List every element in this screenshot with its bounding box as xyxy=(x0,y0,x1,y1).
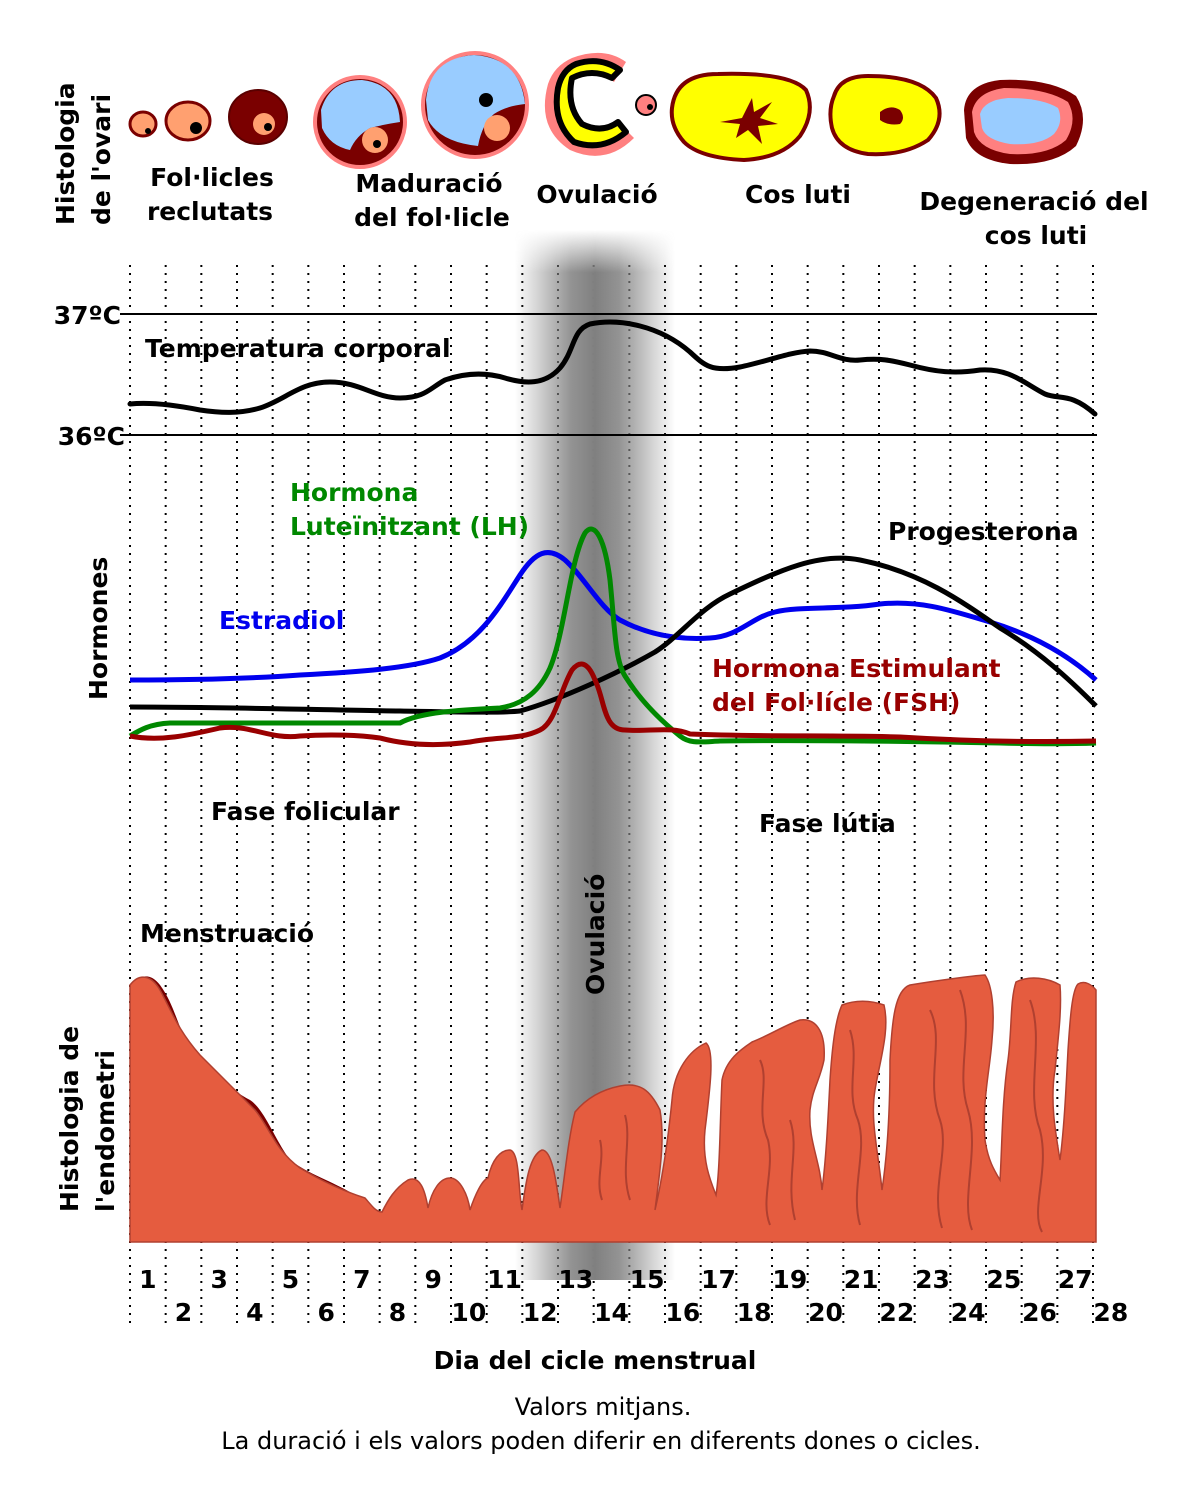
menstruation-label: Menstruació xyxy=(140,919,314,948)
lh-label-2: Luteïnitzant (LH) xyxy=(290,512,529,541)
follicle-maturation-label-1: Maduració xyxy=(355,169,502,198)
day-label: 15 xyxy=(630,1265,665,1294)
lh-curve xyxy=(128,526,1097,747)
corpus-luteum-label: Cos luti xyxy=(745,180,851,209)
day-label: 16 xyxy=(665,1298,700,1327)
day-label: 28 xyxy=(1093,1298,1128,1327)
endometrium-section: Histologia de l'endometri xyxy=(55,974,1097,1243)
day-label: 5 xyxy=(282,1265,299,1294)
corpus-degeneration-label-2: cos luti xyxy=(985,221,1087,250)
corpus-albicans-icon xyxy=(964,79,1083,165)
day-label: 20 xyxy=(808,1298,843,1327)
day-label: 26 xyxy=(1022,1298,1057,1327)
day-label: 8 xyxy=(389,1298,406,1327)
day-label: 6 xyxy=(317,1298,334,1327)
fsh-curve xyxy=(129,661,1097,748)
follicle-maturation-label-2: del fol·licle xyxy=(354,203,510,232)
day-label: 14 xyxy=(594,1298,629,1327)
endometrium-tissue xyxy=(129,974,1097,1243)
day-label: 22 xyxy=(879,1298,914,1327)
day-label: 21 xyxy=(844,1265,879,1294)
day-label: 7 xyxy=(353,1265,370,1294)
follicle-small-icon xyxy=(128,110,158,138)
day-label: 1 xyxy=(139,1265,156,1294)
progesterone-curve xyxy=(129,555,1098,715)
footnote-line2: La duració i els valors poden diferir en… xyxy=(221,1427,980,1455)
hormones-section: Hormones Hormona Luteïnitzant (LH) Proge… xyxy=(84,478,1098,748)
day-label: 4 xyxy=(246,1298,263,1327)
recruited-follicles-label-1: Fol·licles xyxy=(150,163,274,192)
temperature-label: Temperatura corporal xyxy=(145,334,451,363)
temp-37-label: 37ºC xyxy=(54,301,121,330)
ovary-title-line2: de l'ovari xyxy=(87,94,116,225)
follicle-graafian-icon xyxy=(421,51,529,159)
ruptured-follicle-icon xyxy=(544,52,657,156)
day-label: 24 xyxy=(951,1298,986,1327)
fsh-label-2: del Fol·lícle (FSH) xyxy=(712,688,960,717)
follicle-antral-icon xyxy=(313,75,407,169)
estradiol-label: Estradiol xyxy=(219,606,344,635)
day-label: 19 xyxy=(772,1265,807,1294)
endometrium-title-line1: Histologia de xyxy=(55,1026,84,1212)
temperature-curve xyxy=(127,319,1098,417)
follicle-large-icon xyxy=(228,89,288,145)
corpus-luteum-late-icon xyxy=(828,73,942,157)
day-label: 12 xyxy=(523,1298,558,1327)
hormones-axis-label: Hormones xyxy=(84,557,113,700)
x-axis-title: Dia del cicle menstrual xyxy=(434,1346,757,1375)
temp-36-label: 36ºC xyxy=(58,422,125,451)
fsh-label-1: Hormona Estimulant xyxy=(712,654,1001,683)
day-label: 18 xyxy=(737,1298,772,1327)
luteal-phase-label: Fase lútia xyxy=(759,809,896,838)
follicular-phase-label: Fase folicular xyxy=(211,797,400,826)
lh-label-1: Hormona xyxy=(290,478,418,507)
temperature-section: 37ºC 36ºC Temperatura corporal xyxy=(54,301,1098,451)
day-label: 9 xyxy=(424,1265,441,1294)
day-label: 10 xyxy=(451,1298,486,1327)
day-label: 2 xyxy=(175,1298,192,1327)
progesterone-label: Progesterona xyxy=(888,517,1079,546)
day-label: 25 xyxy=(986,1265,1021,1294)
corpus-degeneration-label-1: Degeneració del xyxy=(919,187,1148,216)
day-label: 27 xyxy=(1058,1265,1093,1294)
day-labels: 1234567891011121314151617181920212223242… xyxy=(139,1265,1128,1327)
day-label: 23 xyxy=(915,1265,950,1294)
ovary-histology: Histologia de l'ovari xyxy=(51,51,1149,250)
day-label: 3 xyxy=(210,1265,227,1294)
ovary-title-line1: Histologia xyxy=(51,82,80,225)
follicle-medium-icon xyxy=(164,100,212,142)
corpus-luteum-icon xyxy=(669,71,812,163)
day-label: 11 xyxy=(487,1265,522,1294)
day-label: 17 xyxy=(701,1265,736,1294)
recruited-follicles-label-2: reclutats xyxy=(147,197,273,226)
ovulation-top-label: Ovulació xyxy=(536,180,657,209)
endometrium-title-line2: l'endometri xyxy=(91,1050,120,1212)
footnote-line1: Valors mitjans. xyxy=(515,1393,692,1421)
day-label: 13 xyxy=(558,1265,593,1294)
ovulation-vertical-label: Ovulació xyxy=(581,874,610,995)
estradiol-curve xyxy=(129,550,1098,683)
